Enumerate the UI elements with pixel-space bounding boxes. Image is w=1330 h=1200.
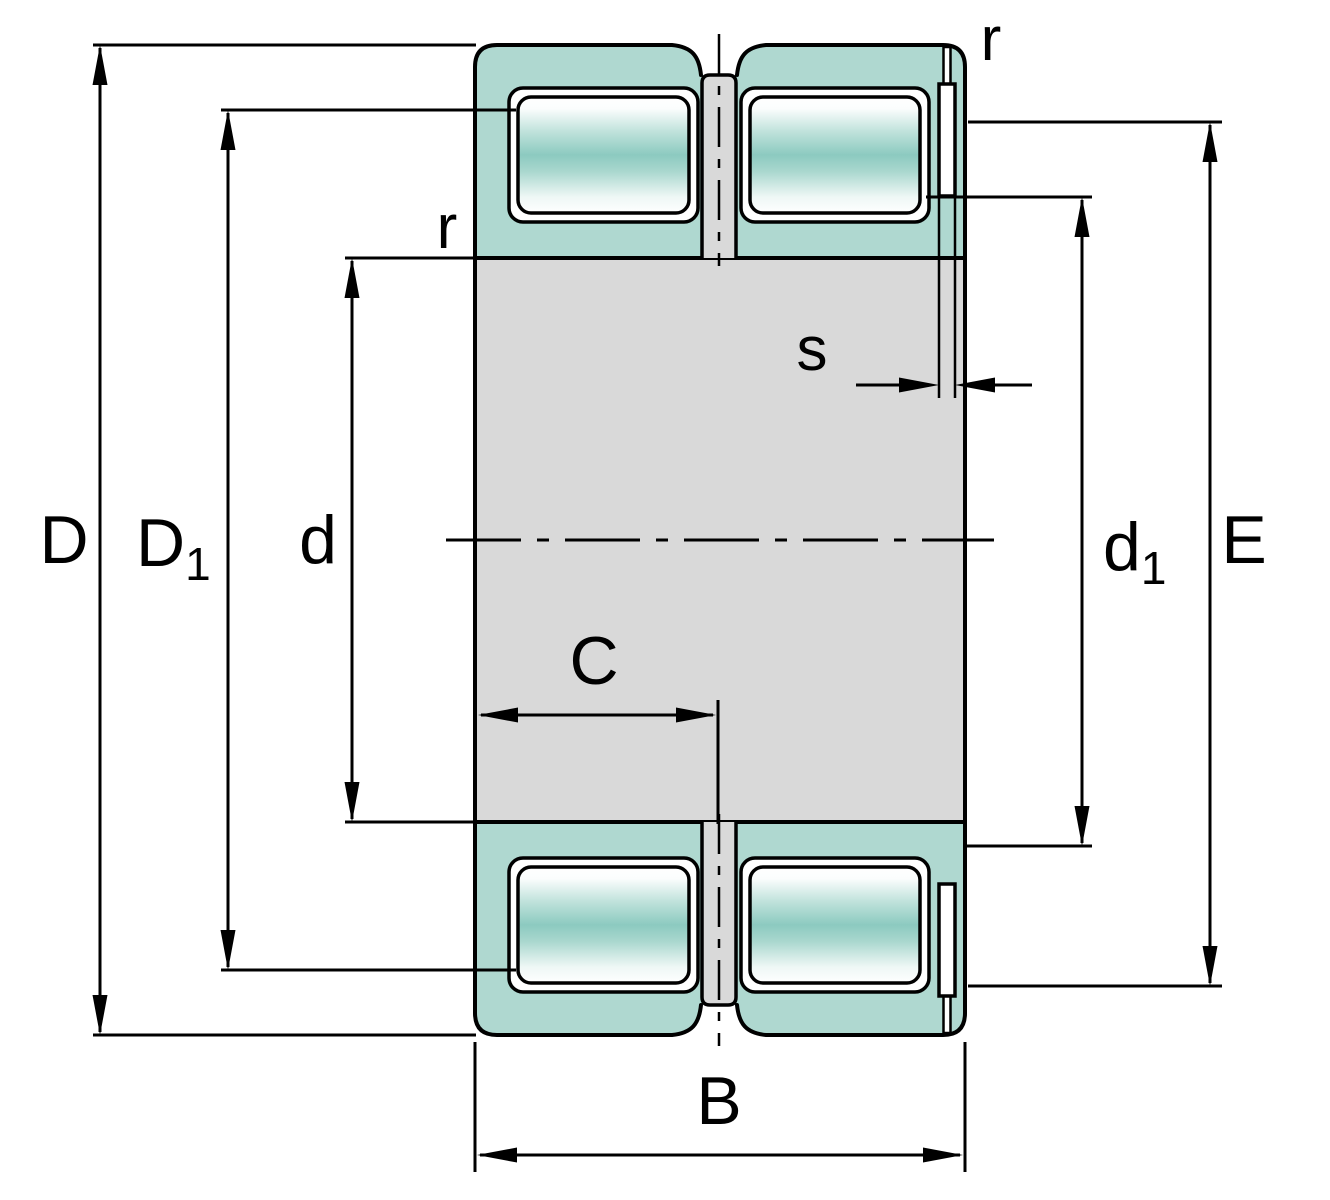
- arrowhead: [220, 110, 236, 150]
- dimension-label-D1: D1: [136, 505, 211, 590]
- dimension-label-C: C: [569, 623, 618, 699]
- dimension-E: E: [968, 120, 1267, 988]
- chamfer-label-r-inner: r: [437, 193, 458, 262]
- roller: [748, 95, 922, 215]
- notch-shoulder-right-bottom: [735, 1003, 768, 1037]
- label-base: d: [1103, 509, 1141, 585]
- roller: [748, 865, 922, 985]
- arrowhead: [344, 258, 360, 298]
- arrowhead: [220, 930, 236, 970]
- notch-shoulder-left-bottom: [670, 1003, 703, 1037]
- arrowhead: [477, 1147, 517, 1163]
- arrowhead: [1074, 806, 1090, 846]
- roller: [516, 865, 691, 985]
- arrowhead: [1202, 946, 1218, 986]
- arrowhead: [92, 45, 108, 85]
- ring-split-notch-bottom: [672, 1005, 766, 1039]
- dimension-D1: D1: [136, 108, 516, 972]
- dimension-label-B: B: [696, 1063, 741, 1139]
- snap-ring-groove-top: [937, 82, 957, 198]
- arrowhead: [1202, 122, 1218, 162]
- snap-ring-slit-top: [942, 45, 952, 88]
- dimension-label-d: d: [299, 502, 337, 578]
- notch-shoulder-right-top: [735, 43, 768, 77]
- ring-gap-bottom-outline: [700, 822, 738, 1007]
- label-subscript: 1: [185, 538, 211, 590]
- bearing-body: [473, 41, 967, 1039]
- dimension-d: d r: [299, 193, 476, 824]
- dimension-s: s: [797, 198, 1032, 398]
- arrowhead: [92, 995, 108, 1035]
- dimension-D: D: [39, 43, 476, 1037]
- chamfer-label-r-outer: r: [981, 5, 1002, 74]
- snap-ring-slit-bottom: [942, 992, 952, 1035]
- ring-gap-top-outline: [700, 73, 738, 258]
- dimension-label-E: E: [1221, 502, 1266, 578]
- arrowhead: [1074, 197, 1090, 237]
- label-subscript: 1: [1141, 542, 1167, 594]
- arrowhead: [344, 782, 360, 822]
- label-base: D: [136, 505, 185, 581]
- notch-shoulder-left-top: [670, 43, 703, 77]
- dimension-label-s: s: [797, 315, 828, 384]
- dimension-B: B: [473, 1042, 967, 1172]
- arrowhead: [923, 1147, 963, 1163]
- snap-ring-groove-bottom: [937, 882, 957, 998]
- dimension-C: C: [478, 623, 720, 824]
- dimension-label-D: D: [39, 502, 88, 578]
- roller: [516, 95, 691, 215]
- dimension-label-d1: d1: [1103, 509, 1166, 594]
- dimension-d1: d1: [926, 195, 1166, 848]
